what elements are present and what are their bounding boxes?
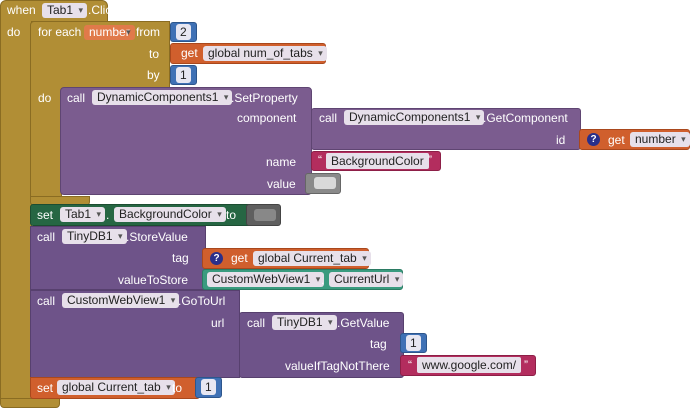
default-close-quote: ”: [524, 358, 528, 372]
set-bg-to-label: to: [226, 208, 237, 222]
get-value-method-label: .GetValue: [337, 316, 390, 330]
get-number-help-icon[interactable]: ?: [587, 133, 600, 146]
value-socket-label: value: [267, 177, 296, 191]
by-number-value[interactable]: 1: [176, 67, 191, 83]
get-number-var-dropdown[interactable]: number: [630, 132, 690, 147]
get-component-component-dropdown[interactable]: DynamicComponents1: [344, 110, 485, 125]
set-property-block[interactable]: [60, 87, 312, 195]
set-bg-component-dropdown[interactable]: Tab1: [60, 207, 106, 222]
id-socket-label: id: [556, 133, 566, 147]
get-component-method-label: .GetComponent: [483, 111, 568, 125]
value-color-swatch[interactable]: [314, 177, 336, 189]
event-name-label: .Click: [88, 3, 118, 17]
event-component-dropdown[interactable]: Tab1: [42, 3, 88, 18]
get-component-call-label: call: [319, 111, 338, 125]
for-each-label: for each: [38, 25, 82, 39]
for-each-var-field[interactable]: number: [84, 25, 135, 40]
name-string-field[interactable]: BackgroundColor: [326, 153, 429, 169]
to-var-dropdown[interactable]: global num_of_tabs: [203, 46, 327, 61]
current-url-dot-label: .: [321, 273, 325, 287]
url-socket-label: url: [211, 316, 225, 330]
name-socket-label: name: [266, 155, 297, 169]
go-to-url-method-label: .GoToUrl: [178, 294, 226, 308]
current-url-property-dropdown[interactable]: CurrentUrl: [329, 272, 404, 287]
set-global-to-label: to: [172, 381, 183, 395]
get-value-call-label: call: [247, 316, 266, 330]
default-string-field[interactable]: www.google.com/: [417, 357, 522, 373]
do-label: do: [7, 25, 21, 39]
set-bg-color-swatch[interactable]: [254, 209, 276, 221]
get-value-tag-number-value[interactable]: 1: [406, 335, 421, 351]
set-bg-property-dropdown[interactable]: BackgroundColor: [114, 207, 226, 222]
store-method-label: .StoreValue: [126, 230, 188, 244]
set-bg-dot-label: .: [106, 208, 110, 222]
set-global-var-dropdown[interactable]: global Current_tab: [57, 380, 175, 395]
get-value-component-dropdown[interactable]: TinyDB1: [272, 315, 337, 330]
store-tag-help-icon[interactable]: ?: [210, 252, 223, 265]
go-to-url-call-label: call: [37, 294, 56, 308]
set-global-set-label: set: [37, 381, 54, 395]
default-open-quote: “: [408, 358, 412, 372]
to-get-label: get: [181, 46, 198, 60]
set-property-component-dropdown[interactable]: DynamicComponents1: [92, 90, 233, 105]
store-tag-get-label: get: [231, 251, 248, 265]
when-label: when: [7, 3, 36, 17]
go-to-url-component-dropdown[interactable]: CustomWebView1: [62, 293, 180, 308]
get-value-default-label: valueIfTagNotThere: [285, 359, 390, 373]
store-call-label: call: [37, 230, 56, 244]
by-label: by: [147, 68, 160, 82]
set-property-call-label: call: [67, 91, 86, 105]
for-each-do-rail: [30, 88, 62, 198]
event-body-rail: [0, 21, 32, 401]
get-value-tag-label: tag: [370, 337, 387, 351]
name-open-quote: “: [318, 153, 322, 167]
store-value-label: valueToStore: [118, 273, 189, 287]
component-socket-label: component: [237, 111, 297, 125]
set-bg-set-label: set: [37, 208, 54, 222]
from-number-value[interactable]: 2: [176, 24, 191, 40]
event-bottom-cap: [0, 398, 60, 408]
store-tag-var-dropdown[interactable]: global Current_tab: [253, 251, 371, 266]
to-label: to: [149, 47, 160, 61]
set-property-method-label: .SetProperty: [231, 91, 298, 105]
name-close-quote: ”: [428, 153, 432, 167]
from-label: from: [136, 25, 160, 39]
store-tag-label: tag: [172, 251, 189, 265]
set-global-number-value[interactable]: 1: [201, 379, 216, 395]
for-each-do-label: do: [38, 91, 52, 105]
store-component-dropdown[interactable]: TinyDB1: [62, 229, 127, 244]
get-number-get-label: get: [608, 133, 625, 147]
current-url-component-dropdown[interactable]: CustomWebView1: [207, 272, 325, 287]
